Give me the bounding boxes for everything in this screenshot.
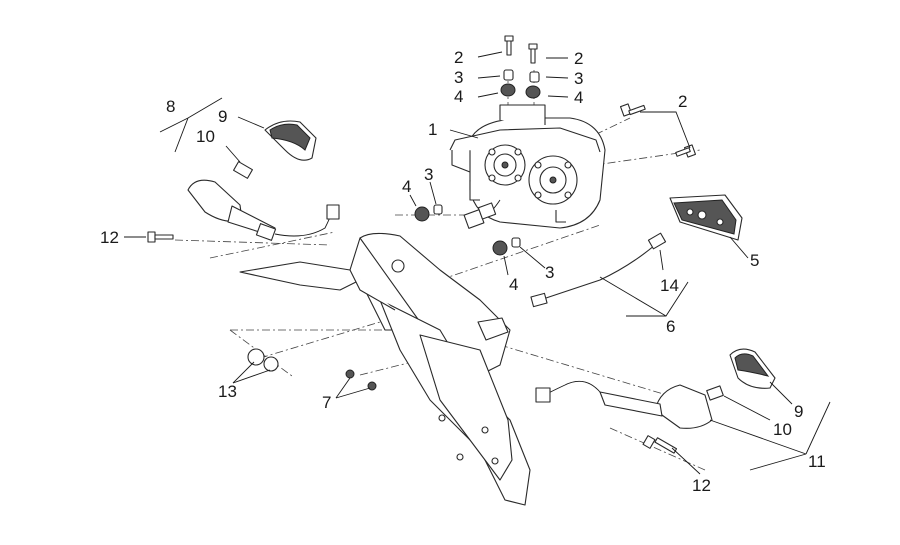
- callout-3-lower: 3: [545, 263, 554, 282]
- callout-14: 14: [660, 276, 679, 295]
- license-plate-light: [669, 194, 743, 241]
- callout-4-top-left: 4: [454, 87, 463, 106]
- callout-4-lower: 4: [509, 275, 518, 294]
- callout-6: 6: [666, 317, 675, 336]
- left-grommet-washer: [414, 204, 521, 256]
- callout-3-left: 3: [424, 165, 433, 184]
- callout-9-left: 9: [218, 107, 227, 126]
- callout-12-right: 12: [692, 476, 711, 495]
- callout-11: 11: [808, 452, 826, 471]
- callout-3-top-left: 3: [454, 68, 463, 87]
- left-turn-indicator: [187, 120, 340, 241]
- callout-labels: 1 2 2 2 3 3 3 3 4 4 4 4 5 6 7 8 9 9 10 1…: [100, 48, 826, 495]
- callout-2-top-left: 2: [454, 48, 463, 67]
- callout-10-right: 10: [773, 420, 792, 439]
- callout-13: 13: [218, 382, 237, 401]
- right-turn-indicator: [535, 348, 776, 429]
- right-screws: [619, 103, 697, 158]
- tail-light-assembly: [449, 104, 606, 229]
- callout-4-left: 4: [402, 177, 411, 196]
- callout-12-left: 12: [100, 228, 119, 247]
- wiring-harness: [530, 232, 667, 308]
- callout-10-left: 10: [196, 127, 215, 146]
- license-plate-bracket: [239, 232, 531, 506]
- callout-2-right: 2: [678, 92, 687, 111]
- callout-5: 5: [750, 251, 759, 270]
- callout-7: 7: [322, 393, 331, 412]
- callout-2-top-right: 2: [574, 49, 583, 68]
- top-mounting-hardware: [500, 35, 541, 99]
- callout-9-right: 9: [794, 402, 803, 421]
- nuts: [247, 348, 377, 391]
- leader-lines: [124, 51, 831, 475]
- callout-1: 1: [428, 120, 437, 139]
- callout-8: 8: [166, 97, 175, 116]
- callout-4-top-right: 4: [574, 88, 583, 107]
- callout-3-top-right: 3: [574, 69, 583, 88]
